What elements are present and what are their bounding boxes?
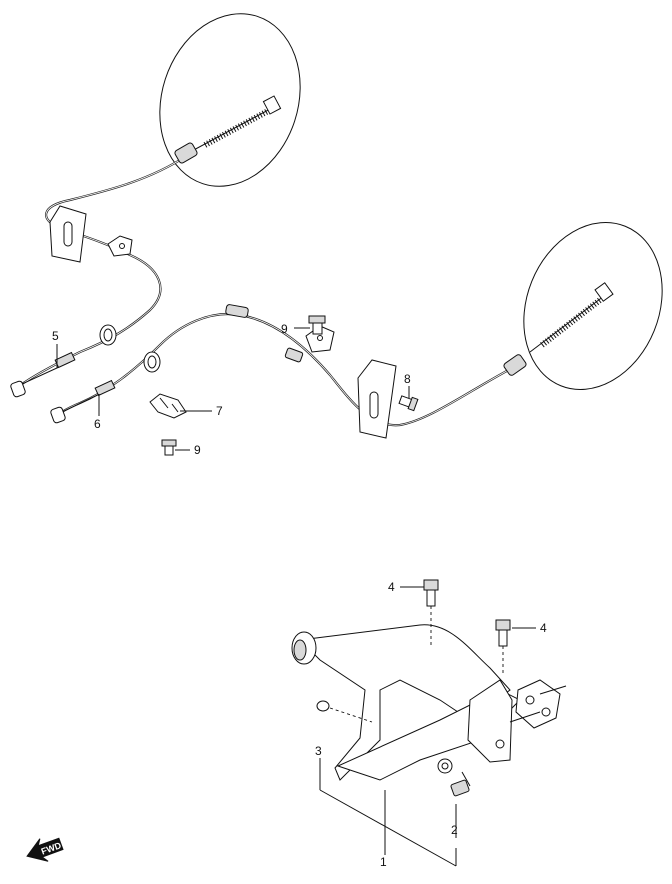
fwd-arrow-marker: FWD — [26, 837, 64, 862]
right-threaded-rod — [529, 282, 614, 353]
left-brake-drum — [159, 13, 301, 187]
cable-6-end — [50, 379, 116, 424]
callout-1: 1 — [380, 855, 387, 869]
callout-9-upper: 9 — [281, 322, 288, 336]
grommet-2 — [143, 351, 161, 373]
bolt-4-right — [495, 619, 511, 647]
clip-bracket-7 — [149, 393, 187, 419]
cable-5 — [21, 154, 189, 385]
bolt-9-upper — [308, 315, 326, 335]
cable-clamp-upper-left — [107, 235, 133, 257]
callout-8: 8 — [404, 372, 411, 386]
cable-6 — [59, 312, 517, 427]
callout-9-lower: 9 — [194, 443, 201, 457]
parking-brake-lever-assembly — [291, 579, 567, 797]
callout-7: 7 — [216, 404, 223, 418]
callout-4-right: 4 — [540, 621, 547, 635]
switch-2 — [450, 771, 471, 797]
leader-lines — [56, 327, 536, 867]
brake-lever-1 — [298, 624, 511, 781]
callout-3: 3 — [315, 744, 322, 758]
grommet-1 — [99, 324, 117, 346]
left-threaded-rod — [189, 95, 282, 153]
callout-6: 6 — [94, 417, 101, 431]
rivet-3 — [316, 700, 330, 712]
bolt-9-lower — [161, 439, 177, 456]
callout-4-left: 4 — [388, 580, 395, 594]
callout-2: 2 — [451, 823, 458, 837]
callout-5: 5 — [52, 329, 59, 343]
bolt-8 — [398, 395, 419, 412]
equalizer — [509, 679, 567, 729]
right-brake-drum — [523, 222, 663, 390]
cable-5-end — [10, 351, 76, 398]
bolt-4-left — [423, 579, 439, 607]
right-cable-bracket — [357, 359, 397, 439]
left-cable-bracket — [49, 205, 87, 263]
callout-labels: 5 6 7 9 9 8 4 4 3 2 1 — [52, 322, 547, 869]
brake-cable-assembly — [10, 13, 663, 456]
